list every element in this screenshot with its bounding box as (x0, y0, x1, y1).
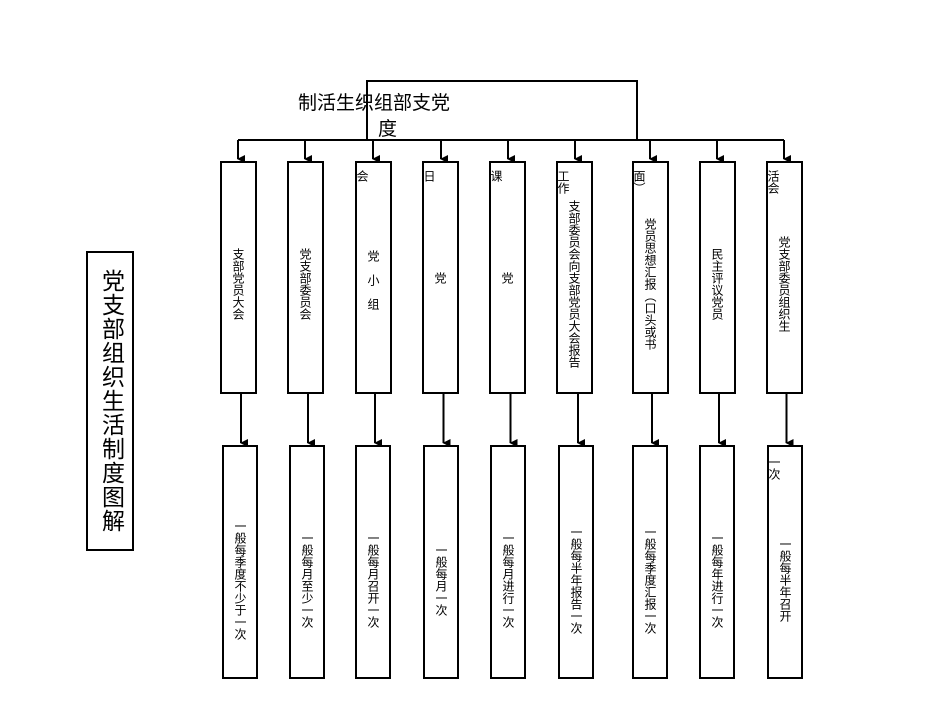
frequency-label: 一般每月进行一次 (501, 532, 515, 628)
frequency-box (767, 445, 803, 679)
category-box (220, 161, 257, 394)
category-label: 民主评议党员 (710, 247, 724, 320)
category-label-overflow: 工作 (556, 170, 570, 194)
category-box (632, 161, 669, 394)
category-box (287, 161, 324, 394)
category-label: 党 (433, 271, 447, 284)
frequency-box (423, 445, 459, 679)
root-node-box (366, 80, 638, 141)
category-label: 党支部委员组织生 (777, 235, 791, 332)
category-box (355, 161, 392, 394)
title-box: 党支部组织生活制度图解 (86, 251, 134, 551)
frequency-box (632, 445, 668, 679)
frequency-box (558, 445, 594, 679)
frequency-label-overflow: 一次 (767, 456, 781, 480)
category-label-overflow: 面） (632, 170, 646, 194)
frequency-label: 一般每月一次 (434, 544, 448, 616)
category-label: 支部党员大会 (231, 247, 245, 320)
root-node-label: 制活生织组部支党 (298, 92, 451, 114)
category-label-overflow: 日 (422, 170, 436, 182)
category-box (422, 161, 459, 394)
category-box (699, 161, 736, 394)
category-box (766, 161, 803, 394)
category-label: 党支部委员会 (298, 247, 312, 320)
category-label: 党 (500, 271, 514, 284)
frequency-box (222, 445, 258, 679)
frequency-label: 一般每半年召开 (778, 538, 792, 622)
category-label-overflow: 活会 (766, 170, 780, 194)
frequency-box (490, 445, 526, 679)
root-node-label-line2: 度 (378, 118, 398, 140)
category-label-overflow: 课 (489, 170, 503, 182)
category-label: 党小组 (366, 249, 380, 322)
frequency-label: 一般每半年报告一次 (569, 526, 583, 634)
category-label-overflow: 会 (355, 170, 369, 182)
frequency-label: 一般每年进行一次 (710, 532, 724, 628)
category-box (489, 161, 526, 394)
frequency-label: 一般每月召开一次 (366, 532, 380, 628)
page-title: 党支部组织生活制度图解 (97, 269, 124, 533)
frequency-box (699, 445, 735, 679)
frequency-label: 一般每季度汇报一次 (643, 526, 657, 634)
category-box (556, 161, 593, 394)
frequency-label: 一般每月至少一次 (300, 532, 314, 628)
category-label: 支部委员会向支部党员大会报告 (567, 199, 581, 368)
category-label: 党员思想汇报（口头或书 (643, 217, 657, 350)
frequency-box (289, 445, 325, 679)
frequency-label: 一般每季度不少于一次 (233, 520, 247, 640)
frequency-box (355, 445, 391, 679)
